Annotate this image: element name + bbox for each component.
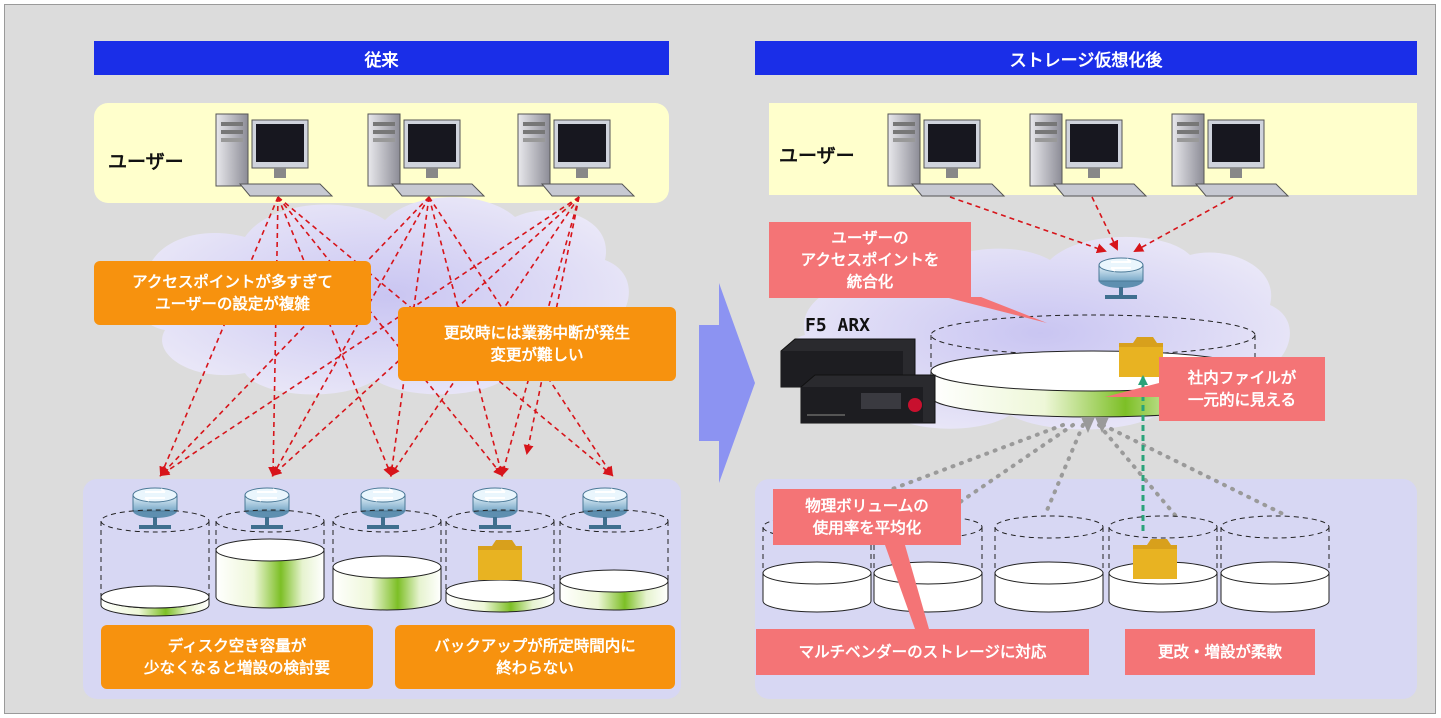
link-arrowhead bbox=[1095, 417, 1109, 433]
callout-flexible: 更改・増設が柔軟 bbox=[1125, 629, 1315, 675]
callout-service-interruption: 更改時には業務中断が発生 変更が難しい bbox=[398, 307, 676, 381]
diagram-frame: 従来 ストレージ仮想化後 ユーザー ユーザー アクセスポイントが多すぎて ユーザ… bbox=[4, 4, 1436, 714]
callout-volume-balance: 物理ボリュームの 使用率を平均化 bbox=[773, 489, 961, 545]
volume-links-after bbox=[821, 423, 1287, 517]
callout-backup-time: バックアップが所定時間内に 終わらない bbox=[395, 625, 675, 689]
transition-arrow bbox=[699, 283, 755, 483]
users-label-before: ユーザー bbox=[108, 151, 184, 173]
disk-cylinder-icon bbox=[445, 509, 555, 613]
link-arrowhead bbox=[1081, 417, 1095, 433]
callout-multivendor: マルチベンダーのストレージに対応 bbox=[756, 629, 1089, 675]
disk-cylinder-icon bbox=[994, 515, 1104, 613]
callout-unify-access: ユーザーの アクセスポイントを 統合化 bbox=[769, 222, 971, 298]
callout-pointer bbox=[1105, 383, 1159, 397]
folder-icon bbox=[1133, 539, 1177, 579]
callout-pointer bbox=[885, 545, 929, 629]
product-label: F5 ARX bbox=[805, 315, 871, 336]
users-label-after: ユーザー bbox=[779, 145, 855, 167]
disk-cylinder-icon bbox=[762, 515, 872, 613]
callout-unified-files: 社内ファイルが 一元的に見える bbox=[1159, 357, 1325, 421]
before-header: 従来 bbox=[94, 41, 669, 75]
disk-cylinder-icon bbox=[1220, 515, 1330, 613]
access-lines-after bbox=[949, 196, 1234, 254]
callout-access-points: アクセスポイントが多すぎて ユーザーの設定が複雑 bbox=[94, 261, 371, 325]
disk-cylinder-icon bbox=[332, 509, 442, 611]
callout-pointer bbox=[945, 297, 1047, 323]
folder-icon bbox=[478, 540, 522, 580]
disk-cylinder-icon bbox=[215, 509, 325, 609]
disk-cylinder-icon bbox=[100, 509, 210, 617]
disk-cylinder-icon bbox=[559, 509, 669, 611]
after-header: ストレージ仮想化後 bbox=[755, 41, 1417, 75]
arx-appliance-icon bbox=[780, 338, 936, 424]
callout-disk-space: ディスク空き容量が 少なくなると増設の検討要 bbox=[101, 625, 373, 689]
folder-icon bbox=[1119, 337, 1163, 377]
